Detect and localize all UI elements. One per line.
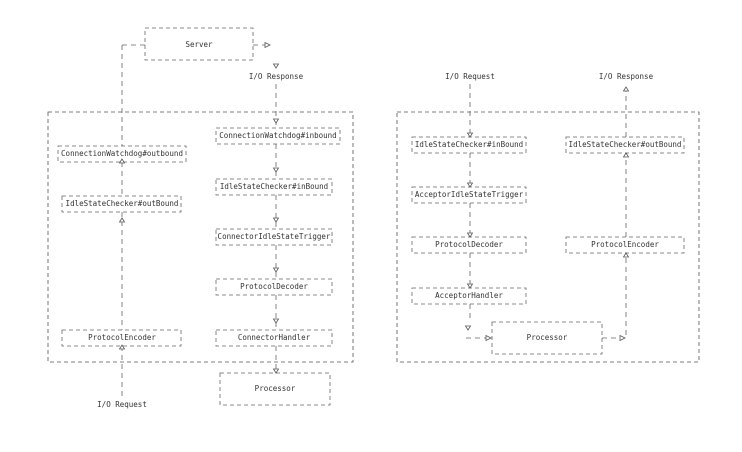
right-idle-outbound-label: IdleStateChecker#outBound: [568, 140, 682, 149]
left-arrow-down: [272, 118, 280, 124]
right-idle-inbound-box: [411, 136, 527, 154]
right-decoder-box: [411, 236, 527, 254]
right-arrow-down: [466, 182, 474, 188]
left-arrow-down: [272, 167, 280, 173]
right-encoder-box: [565, 236, 685, 254]
right-arrow-up: [622, 86, 630, 92]
right-decoder-label: ProtocolDecoder: [435, 240, 503, 249]
left-server-to-outbound-wire: [121, 44, 145, 146]
right-arrow-up: [622, 152, 630, 158]
right-handler-box: [411, 287, 527, 305]
left-encoder-label: ProtocolEncoder: [88, 333, 156, 342]
left-arrow-down: [272, 318, 280, 324]
right-arrow-right: [485, 334, 492, 342]
left-server-label: Server: [185, 40, 213, 49]
left-decoder-label: ProtocolDecoder: [240, 282, 308, 291]
right-handler-label: AcceptorHandler: [435, 291, 503, 300]
right-io-request-label: I/O Request: [445, 72, 495, 81]
left-idle-outbound-label: IdleStateChecker#outBound: [65, 199, 179, 208]
left-encoder-box: [61, 329, 182, 347]
left-io-response-label: I/O Response: [248, 72, 304, 81]
left-processor-label: Processor: [254, 384, 296, 393]
left-trigger-box: [215, 228, 333, 246]
right-idle-inbound-label: IdleStateChecker#inBound: [414, 140, 524, 149]
left-handler-label: ConnectorHandler: [237, 333, 311, 342]
left-idle-inbound-box: [215, 178, 333, 196]
left-trigger-label: ConnectorIdleStateTrigger: [217, 232, 331, 241]
right-idle-outbound-box: [565, 136, 685, 154]
right-arrow-up: [622, 252, 630, 258]
left-idle-outbound-box: [61, 195, 182, 213]
left-arrow-down: [272, 267, 280, 273]
right-arrow-down: [466, 283, 474, 289]
right-processor-label: Processor: [526, 333, 568, 342]
left-io-request-label: I/O Request: [97, 400, 147, 409]
right-trigger-label: AcceptorIdleStateTrigger: [414, 190, 524, 199]
left-arrow-down: [272, 217, 280, 223]
right-trigger-box: [411, 186, 527, 204]
right-arrow-down: [466, 232, 474, 238]
left-arrow-down: [272, 368, 280, 374]
left-idle-inbound-label: IdleStateChecker#inBound: [219, 182, 329, 191]
left-processor-box: [219, 372, 331, 406]
right-arrow-down: [466, 132, 474, 138]
left-decoder-box: [215, 278, 333, 296]
left-arrow-down: [272, 63, 280, 69]
right-io-response-label: I/O Response: [598, 72, 654, 81]
left-arrow-right: [264, 41, 271, 49]
right-arrow-right: [619, 334, 626, 342]
left-arrow-up: [118, 217, 126, 223]
left-handler-box: [215, 329, 333, 347]
left-arrow-up: [118, 344, 126, 350]
right-arrow-down: [464, 325, 472, 331]
right-outbound-wire: [602, 88, 627, 339]
left-arrow-up: [118, 158, 126, 164]
left-watchdog-inbound-label: ConnectionWatchdog#inbound: [219, 131, 337, 140]
left-pipeline-frame: [47, 111, 354, 363]
right-pipeline-frame: [396, 111, 700, 363]
right-encoder-label: ProtocolEncoder: [591, 240, 659, 249]
left-watchdog-outbound-label: ConnectionWatchdog#outbound: [61, 149, 183, 158]
